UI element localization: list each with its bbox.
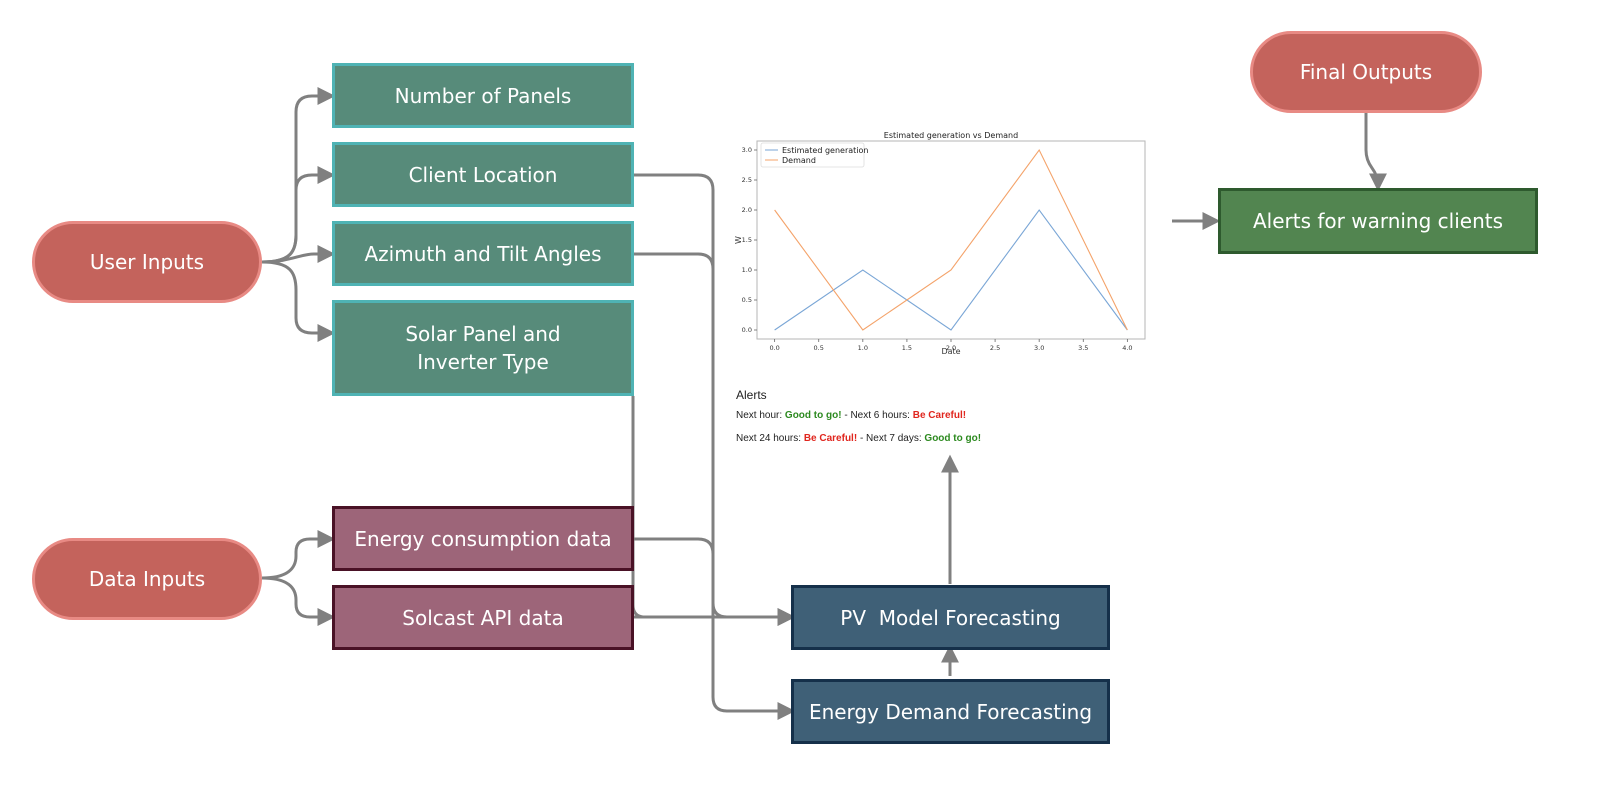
y-tick-label: 1.5 — [742, 236, 752, 244]
pv-model-label: PV Model Forecasting — [840, 605, 1061, 630]
y-tick-label: 3.0 — [742, 146, 752, 154]
x-tick-label: 2.5 — [990, 344, 1000, 352]
pv-model-node[interactable]: PV Model Forecasting — [791, 585, 1110, 650]
panel-inverter-type-node[interactable]: Solar Panel and Inverter Type — [332, 300, 634, 396]
alert-next-7d-label: - Next 7 days: — [857, 433, 925, 444]
data-inputs-node[interactable]: Data Inputs — [32, 538, 262, 620]
alert-next-7d-status: Good to go! — [924, 433, 982, 444]
panel-inverter-type-label: Solar Panel and Inverter Type — [405, 322, 561, 374]
energy-consumption-node[interactable]: Energy consumption data — [332, 506, 634, 571]
legend-label-demand: Demand — [782, 156, 816, 165]
x-tick-label: 4.0 — [1122, 344, 1132, 352]
chart-legend: Estimated generation Demand — [760, 142, 868, 168]
number-of-panels-label: Number of Panels — [394, 83, 572, 108]
number-of-panels-node[interactable]: Number of Panels — [332, 63, 634, 128]
solcast-api-node[interactable]: Solcast API data — [332, 585, 634, 650]
final-outputs-label: Final Outputs — [1299, 60, 1433, 84]
alert-next-hour-status: Good to go! — [784, 410, 842, 421]
alert-line-long-term: Next 24 hours: Be Careful! - Next 7 days… — [736, 433, 1156, 444]
energy-demand-node[interactable]: Energy Demand Forecasting — [791, 679, 1110, 744]
legend-box — [760, 142, 865, 168]
y-tick-label: 0.5 — [742, 296, 752, 304]
alerts-warning-node[interactable]: Alerts for warning clients — [1218, 188, 1538, 254]
connector-user-to-location — [261, 166, 336, 264]
alert-next-hour-label: Next hour: — [736, 410, 785, 421]
y-tick-label: 2.0 — [742, 206, 752, 214]
alert-next-24h-status: Be Careful! — [803, 433, 858, 444]
user-inputs-node[interactable]: User Inputs — [32, 221, 262, 303]
connector-user-to-angles — [261, 245, 336, 264]
connector-data-to-solcast — [261, 576, 336, 626]
connector-final-outputs-to-alerts — [1364, 112, 1387, 192]
y-tick-label: 2.5 — [742, 176, 752, 184]
chart-title: Estimated generation vs Demand — [884, 131, 1018, 140]
connector-user-to-type — [261, 260, 336, 342]
connector-data-to-consumption — [261, 530, 336, 580]
energy-consumption-label: Energy consumption data — [354, 526, 612, 551]
x-tick-label: 0.5 — [814, 344, 824, 352]
alerts-warning-label: Alerts for warning clients — [1252, 209, 1504, 233]
connector-angles-to-demand — [634, 252, 796, 720]
chart-ylabel: W — [734, 236, 743, 244]
alert-next-6h-status: Be Careful! — [912, 410, 967, 421]
client-location-node[interactable]: Client Location — [332, 142, 634, 207]
generation-demand-chart: Estimated generation vs Demand 0.0 0.5 1.0… — [730, 128, 1150, 360]
chart-plot-area — [756, 140, 1146, 340]
y-tick-label: 1.0 — [742, 266, 752, 274]
x-tick-label: 3.5 — [1078, 344, 1088, 352]
x-tick-label: 3.0 — [1034, 344, 1044, 352]
x-tick-label: 1.0 — [858, 344, 868, 352]
alert-next-6h-label: - Next 6 hours: — [841, 410, 913, 421]
alerts-panel: Alerts Next hour: Good to go! - Next 6 h… — [736, 388, 1156, 456]
series-line-demand — [774, 148, 1128, 331]
chart-xlabel: Date — [941, 347, 960, 356]
final-outputs-node[interactable]: Final Outputs — [1250, 31, 1482, 113]
alert-line-short-term: Next hour: Good to go! - Next 6 hours: B… — [736, 410, 1156, 421]
alert-next-24h-label: Next 24 hours: — [736, 433, 804, 444]
azimuth-tilt-label: Azimuth and Tilt Angles — [364, 241, 602, 266]
energy-demand-label: Energy Demand Forecasting — [808, 699, 1093, 724]
alerts-heading: Alerts — [736, 388, 767, 402]
azimuth-tilt-node[interactable]: Azimuth and Tilt Angles — [332, 221, 634, 286]
user-inputs-label: User Inputs — [89, 250, 205, 274]
chart-svg: Estimated generation vs Demand 0.0 0.5 1.0… — [734, 131, 1146, 356]
data-inputs-label: Data Inputs — [88, 567, 206, 591]
x-tick-label: 1.5 — [902, 344, 912, 352]
solcast-api-label: Solcast API data — [402, 605, 564, 630]
client-location-label: Client Location — [408, 162, 558, 187]
x-tick-label: 2.0 — [946, 344, 956, 352]
legend-label-generation: Estimated generation — [782, 146, 868, 155]
x-tick-label: 0.0 — [769, 344, 779, 352]
y-tick-label: 0.0 — [742, 326, 752, 334]
connector-consumption-to-pv — [634, 537, 715, 600]
